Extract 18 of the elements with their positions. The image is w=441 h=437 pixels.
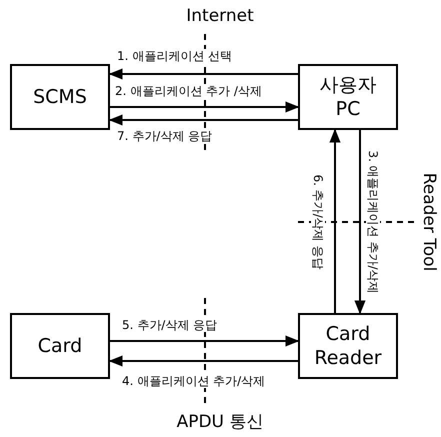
process-box [298,313,398,379]
arrow [354,130,366,314]
process-box [10,313,110,379]
node-label: Card Reader [313,322,383,370]
arrow [329,128,341,313]
edge-label: 5. 추가/삭제 응답 [120,318,220,332]
process-box [298,64,398,130]
arrow [110,335,300,347]
edge-label: 7. 추가/삭제 응답 [115,129,214,143]
node-label: SCMS [32,85,88,109]
node-label: Card [36,334,84,358]
node-label: 사용자 PC [318,73,378,121]
arrow [108,355,298,367]
arrow [108,68,298,80]
process-box [10,64,110,130]
arrow [110,101,300,113]
edge-label: 6. 추가/삭제 응답 [311,172,325,272]
arrow [108,114,298,126]
